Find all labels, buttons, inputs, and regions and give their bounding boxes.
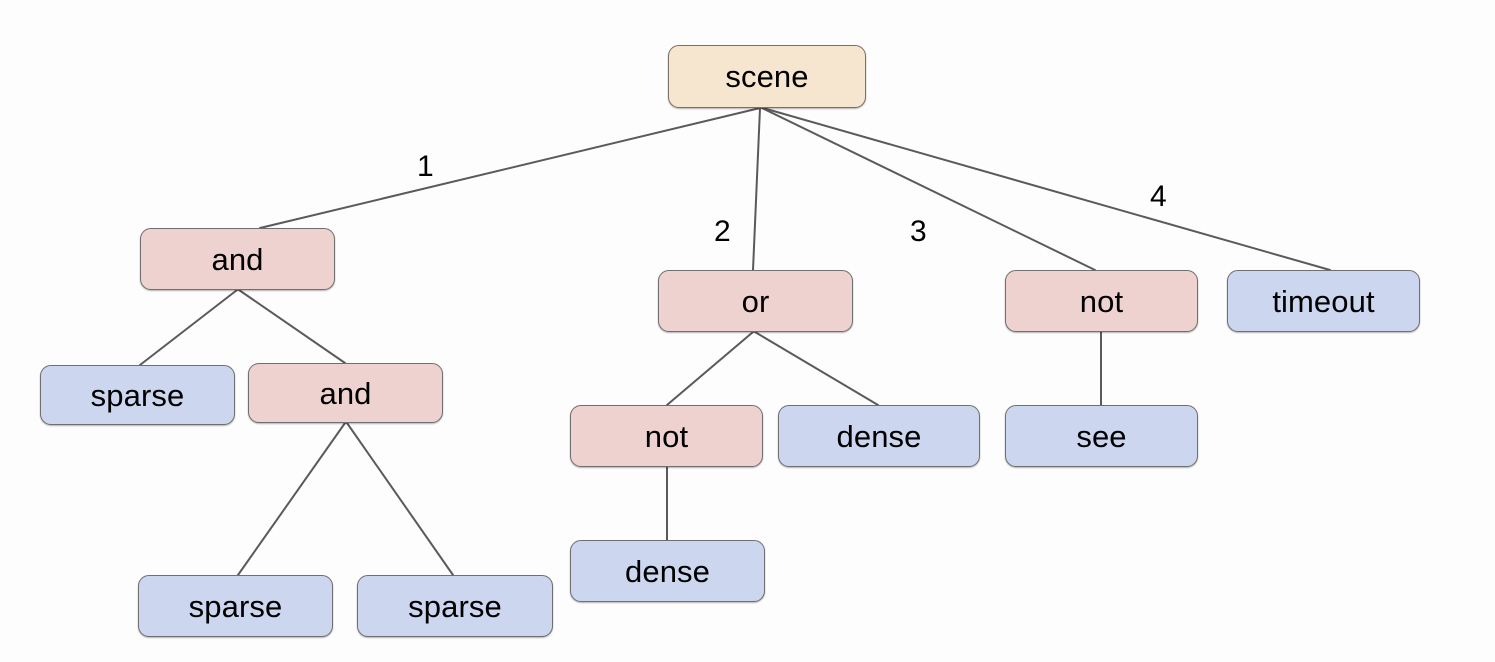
tree-node-label: sparse — [188, 588, 283, 624]
tree-node-label: scene — [725, 59, 809, 94]
tree-node-label: and — [211, 241, 264, 277]
tree-node-label: or — [741, 283, 770, 319]
tree-node-scene[interactable]: scene — [668, 45, 866, 108]
tree-node-dense2[interactable]: dense — [570, 540, 765, 602]
tree-node-not1[interactable]: not — [1005, 270, 1198, 332]
edge-label-4: 4 — [1150, 180, 1167, 213]
tree-edge — [762, 107, 1331, 271]
tree-node-sparse1[interactable]: sparse — [40, 365, 235, 425]
tree-edge — [238, 289, 346, 364]
tree-node-label: dense — [836, 418, 922, 454]
tree-node-label: timeout — [1272, 283, 1375, 319]
tree-node-label: sparse — [408, 588, 502, 624]
tree-edge — [761, 107, 1096, 271]
tree-node-label: dense — [625, 553, 710, 589]
tree-node-see1[interactable]: see — [1005, 405, 1198, 467]
tree-node-timeout1[interactable]: timeout — [1227, 270, 1420, 332]
tree-edge — [346, 422, 454, 576]
tree-node-label: not — [644, 418, 689, 454]
tree-node-label: see — [1076, 418, 1127, 454]
tree-edge — [139, 289, 238, 366]
tree-edge — [666, 331, 754, 406]
tree-node-and2[interactable]: and — [248, 363, 443, 423]
tree-edge — [754, 331, 879, 406]
edge-label-2: 2 — [714, 215, 731, 248]
tree-node-and1[interactable]: and — [140, 228, 335, 290]
tree-node-not2[interactable]: not — [570, 405, 763, 467]
tree-node-label: not — [1079, 283, 1124, 319]
tree-node-label: sparse — [90, 377, 185, 413]
tree-node-or1[interactable]: or — [658, 270, 853, 332]
tree-edge — [259, 107, 761, 229]
tree-node-sparse3[interactable]: sparse — [357, 575, 553, 637]
edge-label-1: 1 — [417, 150, 434, 183]
tree-edge — [237, 422, 346, 576]
tree-node-label: and — [319, 375, 372, 411]
tree-edge — [752, 107, 761, 271]
tree-node-dense1[interactable]: dense — [778, 405, 980, 467]
edge-label-3: 3 — [910, 215, 927, 248]
tree-node-sparse2[interactable]: sparse — [138, 575, 333, 637]
